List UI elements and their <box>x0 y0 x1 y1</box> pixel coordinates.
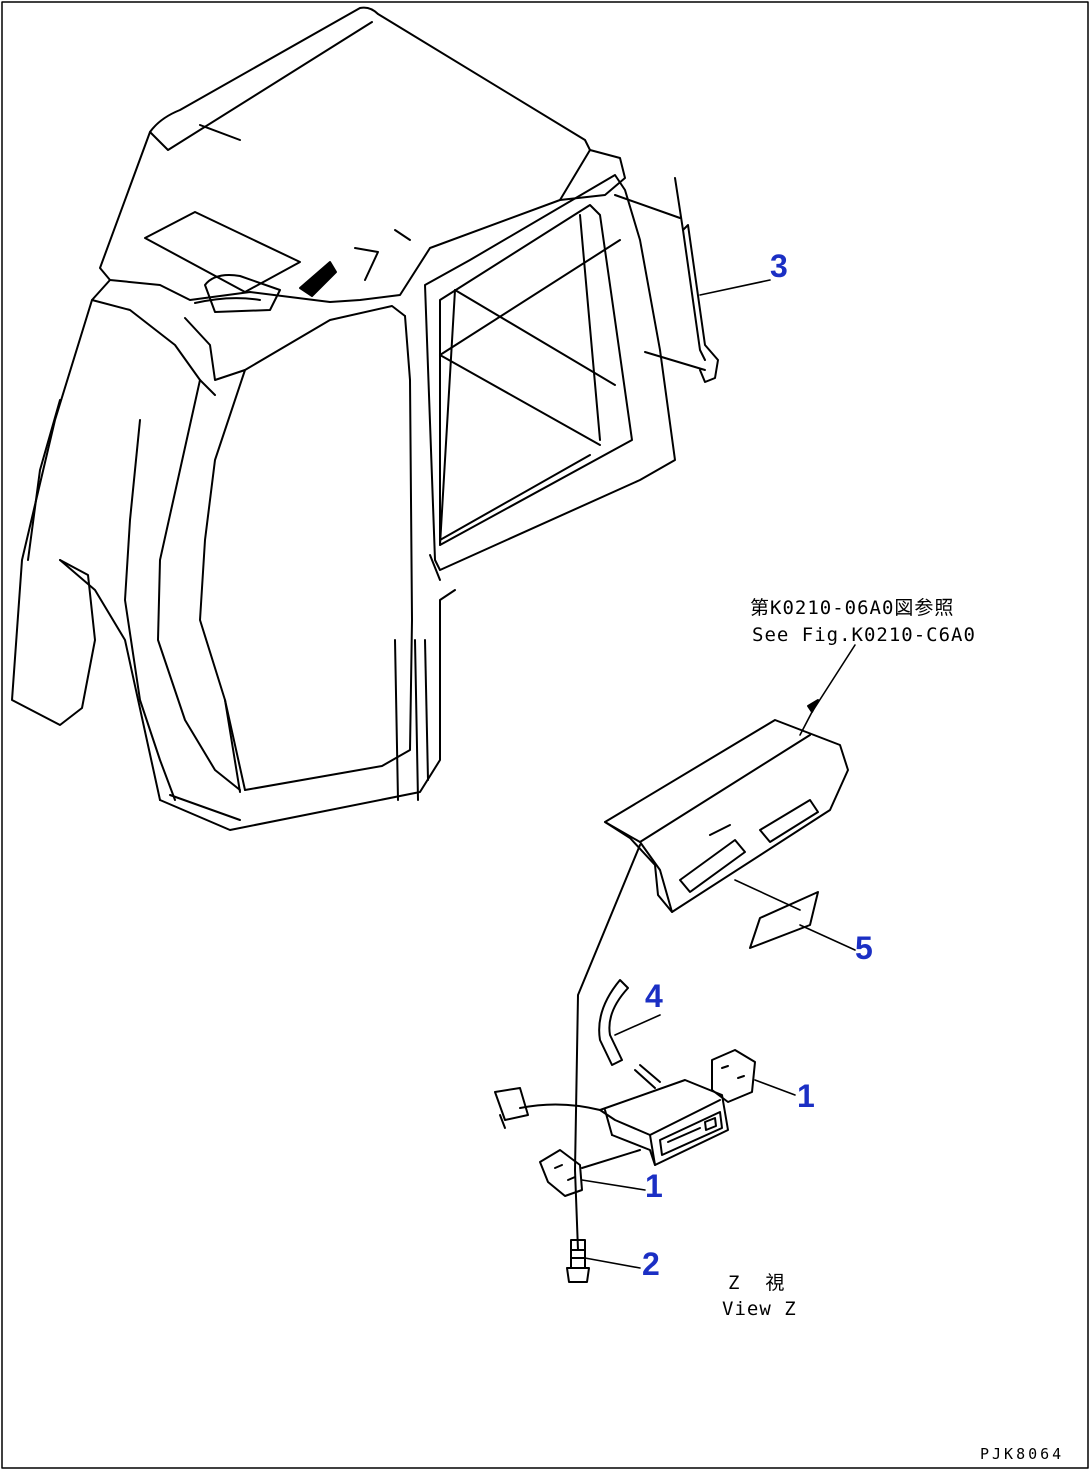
antenna-part <box>614 177 771 383</box>
callout-part-2: 2 <box>642 1246 660 1282</box>
callout-part-4: 4 <box>645 978 663 1014</box>
cab-body <box>11 6 676 831</box>
view-caption-en: View Z <box>722 1298 797 1320</box>
view-caption-jp: Z 視 <box>728 1272 786 1294</box>
callout-part-5: 5 <box>855 930 873 966</box>
callout-part-3: 3 <box>770 248 788 284</box>
radio-unit <box>494 844 796 1283</box>
radio-housing <box>604 644 856 913</box>
label-plate-part <box>734 879 856 951</box>
drawing-code: PJK8064 <box>980 1445 1065 1463</box>
reference-note-en: See Fig.K0210-C6A0 <box>752 624 976 646</box>
reference-note-jp: 第K0210-06A0図参照 <box>750 597 955 619</box>
callout-part-1-bracket-right: 1 <box>797 1078 815 1114</box>
callout-part-1-bracket-left: 1 <box>645 1168 663 1204</box>
view-z-marker: Z <box>355 248 369 276</box>
